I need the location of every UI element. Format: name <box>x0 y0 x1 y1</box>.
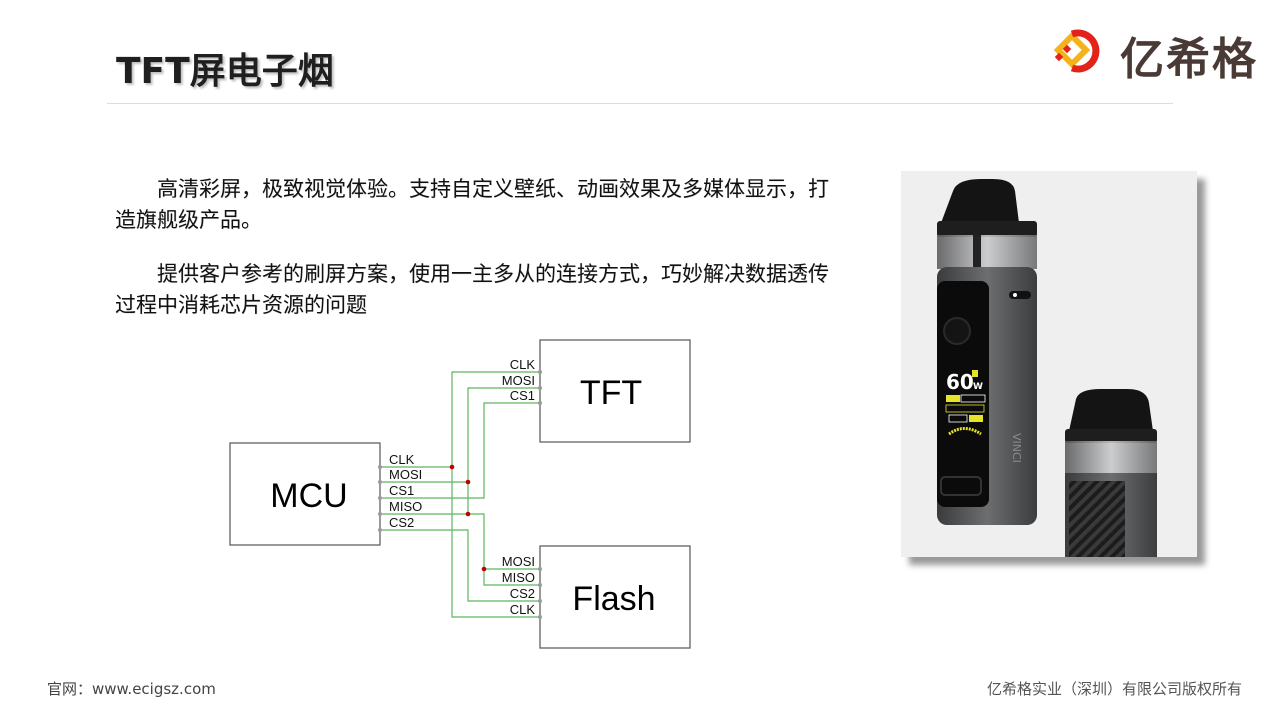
logo-text: 亿希格 <box>1120 34 1258 85</box>
tft-pin-cs1 <box>538 401 542 405</box>
mcu-pin-label: MISO <box>389 499 422 514</box>
company-logo: 亿希格 <box>1050 20 1275 85</box>
carbon-panel <box>1069 481 1125 557</box>
wire-cs2 <box>380 529 540 602</box>
junction-dot <box>481 566 487 572</box>
flash-pin-miso <box>538 583 542 587</box>
mcu-pin-label: CS1 <box>389 483 414 498</box>
flash-pin-mosi <box>538 567 542 571</box>
wire-mosi-bus <box>467 387 540 514</box>
junction-dot <box>465 479 471 485</box>
flash-pin-clk <box>538 615 542 619</box>
flash-pin-label: MISO <box>502 570 535 585</box>
labels: MCUTFTFlashCLKMOSICS1MISOCS2CLKMOSICS1MO… <box>270 357 655 618</box>
flash-block <box>539 545 691 649</box>
tft-pin-label: CLK <box>510 357 536 372</box>
mcu-pin-mosi <box>378 480 382 484</box>
tft-pin-mosi <box>538 386 542 390</box>
title-divider <box>107 103 1173 104</box>
paragraph-flash-solution: 提供客户参考的刷屏方案，使用一主多从的连接方式，巧妙解决数据透传过程中消耗芯片资… <box>115 262 829 317</box>
tft-pin-clk <box>538 370 542 374</box>
flash-pin-cs2 <box>538 599 542 603</box>
paragraph-display-features: 高清彩屏，极致视觉体验。支持自定义壁纸、动画效果及多媒体显示，打造旗舰级产品。 <box>115 177 829 232</box>
tft-pin-label: CS1 <box>510 388 535 403</box>
mcu-block-label: MCU <box>270 477 347 515</box>
brand-text: VINCI <box>1010 433 1023 463</box>
wires <box>380 371 540 618</box>
mcu-pin-miso <box>378 512 382 516</box>
screen-power: 60 <box>946 370 974 394</box>
mouthpiece-main <box>941 179 1019 223</box>
logo-mark-icon <box>1053 29 1100 73</box>
tft-pin-label: MOSI <box>502 373 535 388</box>
mouthpiece-secondary <box>1069 389 1153 431</box>
vape-device-image: 60 W VINCI <box>937 179 1157 557</box>
mcu-pin-label: CLK <box>389 452 415 467</box>
page-title: TFT屏电子烟 <box>116 51 334 92</box>
footer-copyright: 亿希格实业（深圳）有限公司版权所有 <box>986 680 1242 698</box>
tft-block-label: TFT <box>580 374 642 412</box>
screen-panel <box>937 281 989 507</box>
junctions <box>449 464 487 572</box>
mcu-block <box>229 442 381 546</box>
flash-pin-label: CS2 <box>510 586 535 601</box>
flash-pin-label: MOSI <box>502 554 535 569</box>
junction-dot <box>449 464 455 470</box>
mcu-pin-label: CS2 <box>389 515 414 530</box>
description-text: 高清彩屏，极致视觉体验。支持自定义壁纸、动画效果及多媒体显示，打造旗舰级产品。 … <box>115 174 845 344</box>
wire-cs1 <box>380 402 540 499</box>
mcu-pin-label: MOSI <box>389 467 422 482</box>
wire-miso <box>380 513 540 586</box>
footer-website: 官网：www.ecigsz.com <box>47 680 216 698</box>
blocks <box>229 339 691 649</box>
mcu-pin-clk <box>378 465 382 469</box>
wire-clk-bus <box>451 371 540 618</box>
pins <box>378 370 542 619</box>
screen-unit: W <box>973 382 983 392</box>
mcu-pin-cs2 <box>378 528 382 532</box>
flash-block-label: Flash <box>572 580 655 618</box>
junction-dot <box>465 511 471 517</box>
mcu-pin-cs1 <box>378 496 382 500</box>
flash-pin-label: CLK <box>510 602 536 617</box>
product-photo: 60 W VINCI <box>901 171 1197 557</box>
tft-block <box>539 339 691 443</box>
